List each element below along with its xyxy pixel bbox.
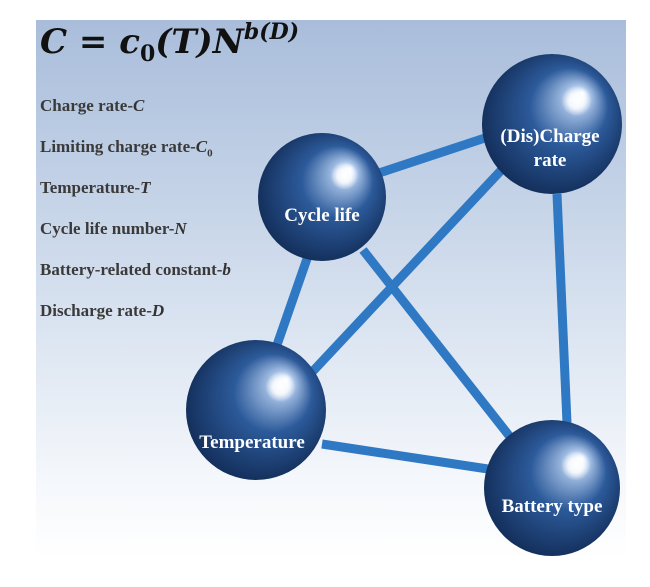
formula-equals: =: [67, 22, 120, 62]
node-label: Battery type: [502, 496, 603, 517]
node-cycle-life: Cycle life: [258, 133, 386, 261]
formula-exponent: b(D): [243, 19, 300, 45]
edge-temp-battery: [321, 439, 489, 474]
edge-layer: [265, 129, 572, 474]
node-dis-charge-rate: (Dis)Charge rate: [482, 54, 622, 194]
node-label: Temperature: [199, 432, 305, 453]
node-label: rate: [534, 150, 567, 171]
sphere-highlight: [265, 371, 296, 403]
formula: C = c0(T)Nb(D): [40, 21, 299, 65]
formula-base: c: [119, 22, 140, 62]
edge-cycle-battery: [359, 247, 522, 450]
edge-charge-temp: [296, 159, 512, 389]
formula-n: N: [212, 22, 244, 62]
node-layer: Cycle life (Dis)Charge rateTemperatureBatt…: [186, 54, 622, 556]
node-battery-type: Battery type: [484, 420, 620, 556]
sphere: [482, 54, 622, 194]
legend-item: Charge rate-C: [40, 96, 145, 115]
formula-argument: (T): [155, 22, 213, 62]
formula-base-subscript: 0: [139, 41, 156, 67]
sphere: [484, 420, 620, 556]
legend-item: Limiting charge rate-C0: [40, 137, 213, 160]
sphere: [258, 133, 386, 261]
legend-item: Discharge rate-D: [40, 301, 165, 320]
node-temperature: Temperature: [186, 340, 326, 480]
sphere: [186, 340, 326, 480]
formula-lhs: C: [40, 22, 68, 62]
sphere-highlight: [330, 161, 359, 190]
sphere-highlight: [560, 450, 591, 481]
legend-item: Temperature-T: [40, 178, 151, 197]
edge-charge-battery: [552, 193, 572, 424]
sphere-highlight: [561, 85, 592, 117]
edge-cycle-charge: [377, 129, 499, 178]
variable-legend: Charge rate-C Limiting charge rate-C0 Te…: [40, 96, 231, 342]
node-label: Cycle life: [284, 205, 359, 226]
legend-item: Cycle life number-N: [40, 219, 187, 238]
node-label: (Dis)Charge: [500, 126, 599, 147]
legend-item: Battery-related constant-b: [40, 260, 231, 279]
